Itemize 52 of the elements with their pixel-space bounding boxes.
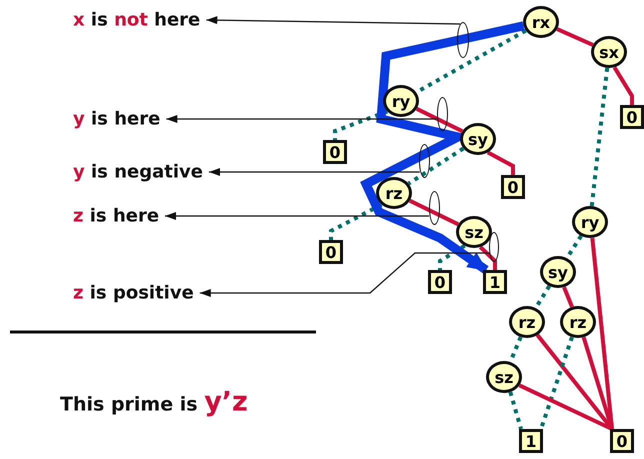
dotted-edge	[539, 336, 574, 430]
terminal-box: 0	[620, 105, 644, 129]
variable-node: sy	[540, 256, 576, 288]
annotation-text: y is here	[73, 108, 160, 130]
dotted-edge	[438, 244, 466, 270]
ellipse-marker	[457, 22, 469, 58]
annotation-text: z is here	[73, 206, 160, 226]
dotted-edge	[508, 391, 523, 430]
leader-line	[165, 212, 430, 220]
annotation-text: y is negative	[73, 162, 203, 182]
terminal-box: 0	[323, 140, 347, 164]
dotted-edge	[408, 146, 464, 186]
dotted-edge	[590, 68, 610, 206]
variable-node: sz	[486, 361, 522, 393]
ellipse-marker	[428, 191, 440, 225]
dotted-edge	[333, 110, 388, 140]
terminal-box: 1	[519, 429, 543, 453]
terminal-box: 0	[501, 175, 525, 199]
leader-line	[166, 115, 437, 123]
annotation-text: z is positive	[73, 282, 194, 304]
variable-node: ry	[572, 206, 608, 238]
solid-edge	[590, 238, 614, 430]
terminal-box: 1	[483, 270, 507, 294]
solid-edge	[408, 198, 460, 226]
solid-edge	[582, 336, 614, 430]
variable-node: sx	[591, 36, 627, 68]
variable-node: rz	[376, 177, 412, 209]
leader-line	[206, 16, 460, 25]
variable-node: rz	[509, 306, 545, 338]
leader-line	[200, 252, 490, 297]
annotation-text: x is not here	[73, 10, 200, 30]
solid-edge	[612, 66, 634, 105]
solid-edge	[486, 150, 515, 175]
solid-edge	[478, 246, 497, 270]
variable-node: sy	[460, 123, 496, 155]
path-arrow	[360, 21, 524, 274]
solid-edge	[518, 384, 613, 431]
terminal-box: 0	[319, 240, 343, 264]
ellipse-marker	[436, 97, 448, 131]
variable-node: rz	[560, 306, 596, 338]
variable-node: rx	[523, 6, 559, 38]
leader-line	[209, 168, 420, 176]
solid-edge	[556, 27, 594, 47]
terminal-box: 0	[610, 429, 634, 453]
variable-node: sz	[456, 216, 492, 248]
terminal-box: 0	[428, 270, 452, 294]
solid-edge	[416, 107, 464, 133]
variable-node: ry	[383, 85, 419, 117]
solid-edge	[562, 286, 574, 308]
dotted-edge	[329, 202, 383, 240]
ellipse-marker	[418, 144, 430, 178]
caption-text: This prime is y’z	[60, 386, 248, 418]
